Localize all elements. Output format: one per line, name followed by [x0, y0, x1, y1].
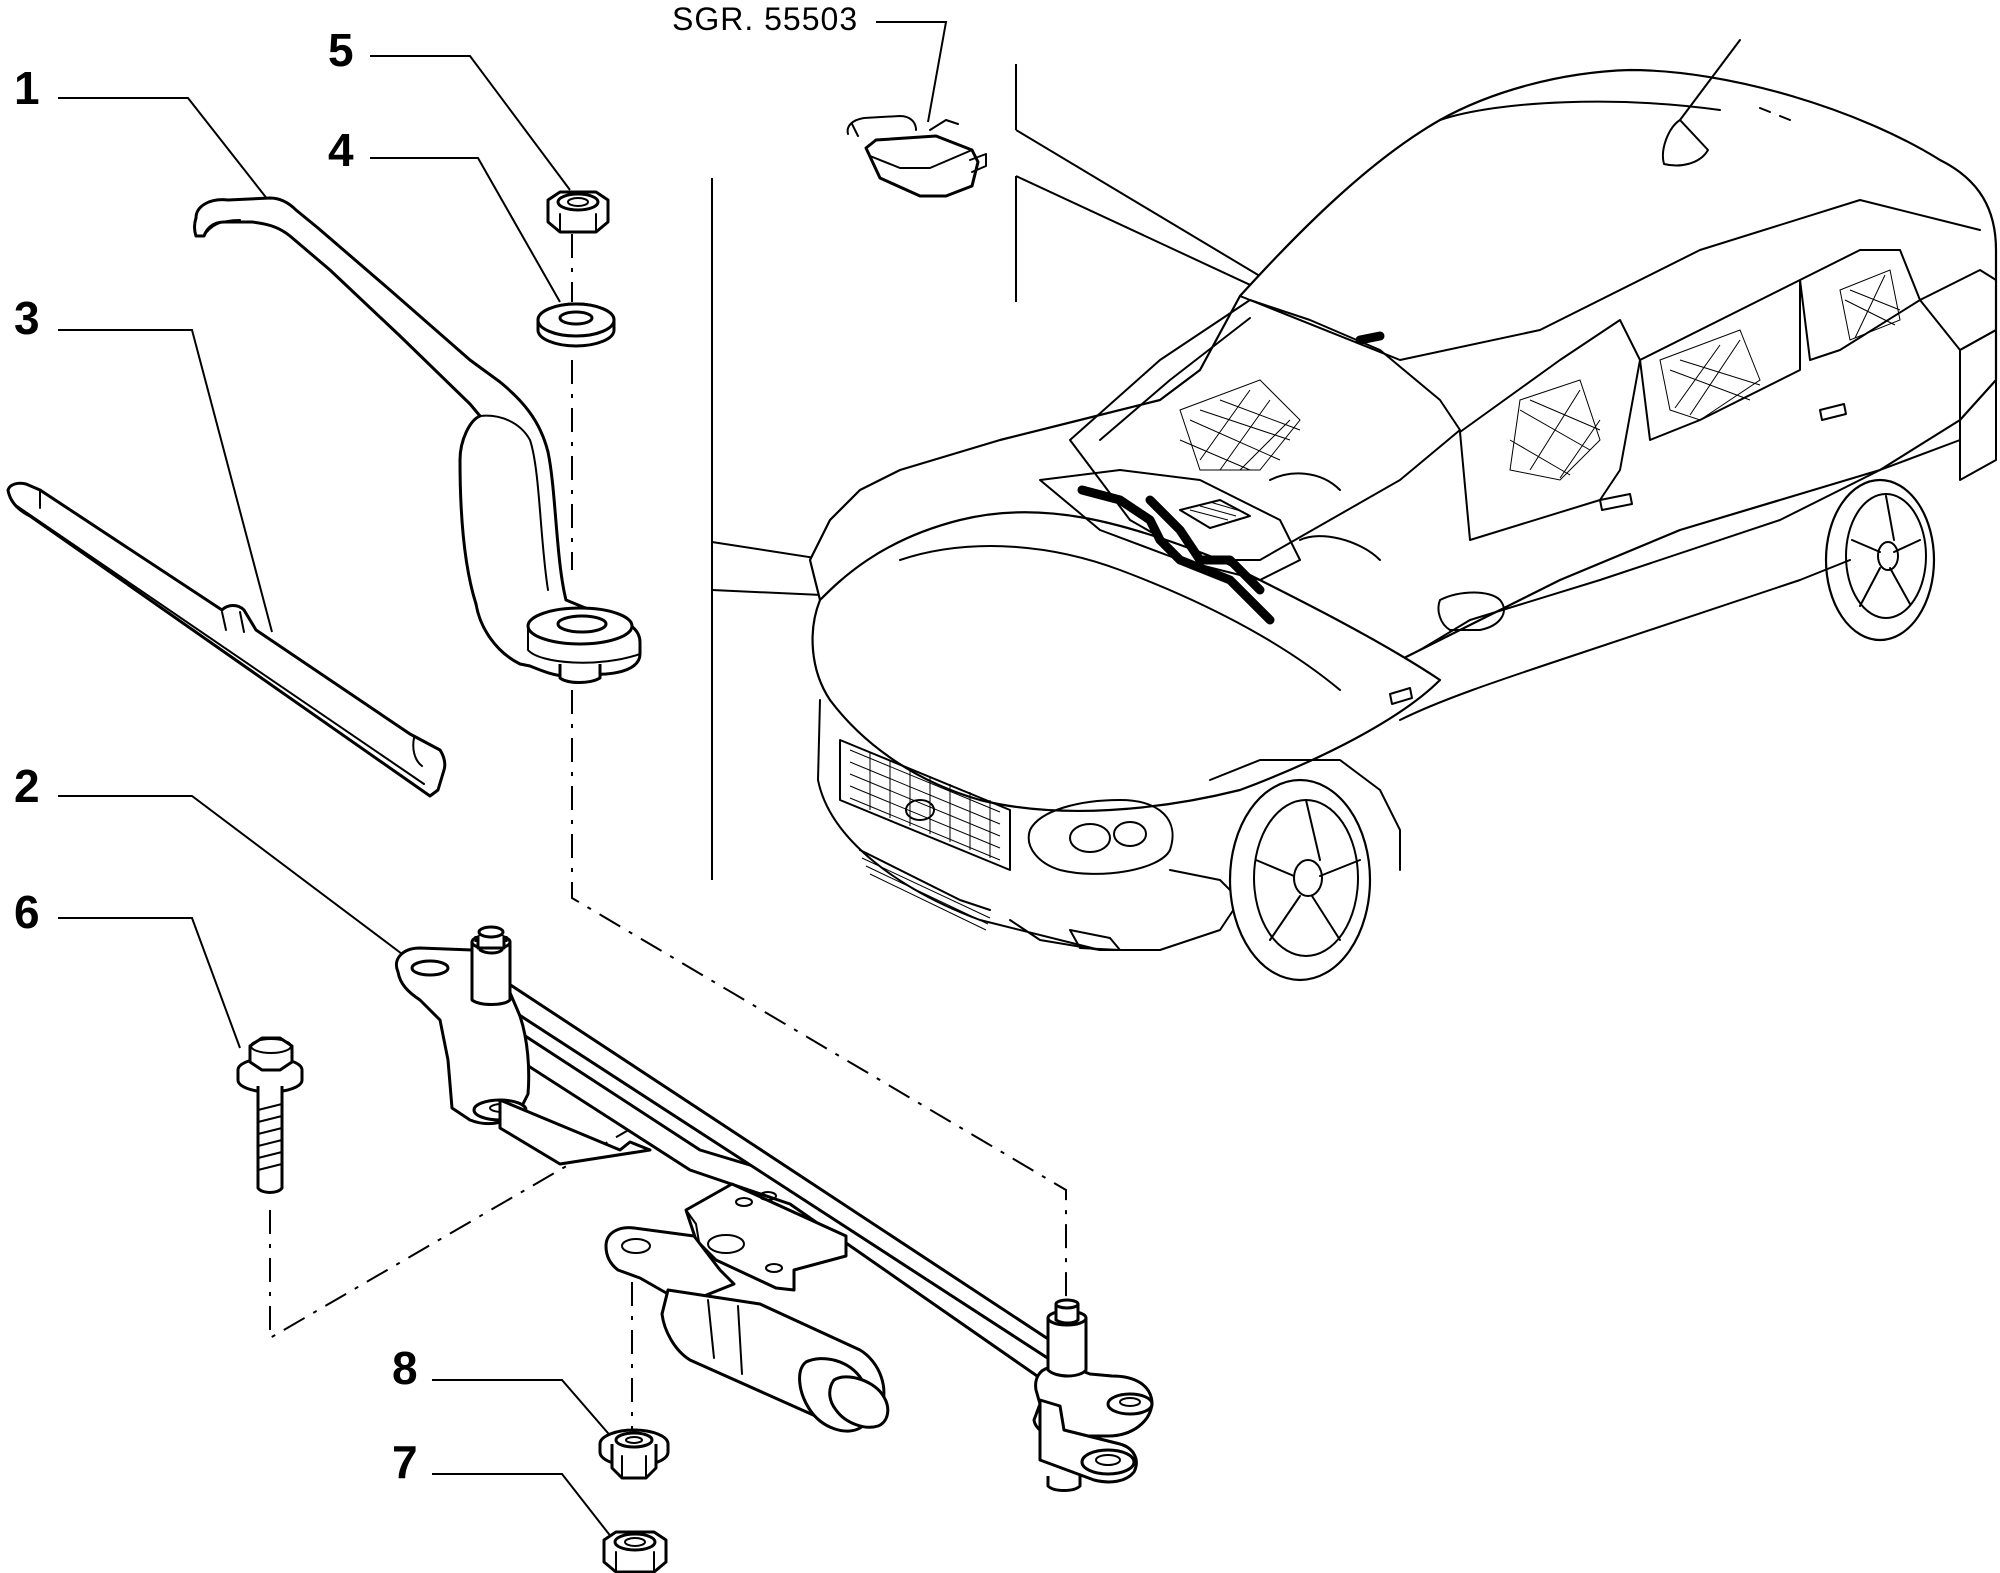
- callout-8[interactable]: 8: [392, 1342, 418, 1394]
- leader-lines: [58, 21, 948, 1539]
- assembly-dash-lines: [269, 234, 1067, 1432]
- part-8-flange-nut[interactable]: [598, 1428, 670, 1480]
- callout-4[interactable]: 4: [328, 124, 354, 176]
- callout-1[interactable]: 1: [14, 62, 40, 114]
- part-4-washer[interactable]: [536, 302, 616, 348]
- part-6-bolt[interactable]: [236, 1036, 304, 1194]
- part-1-wiper-arm[interactable]: [193, 196, 642, 684]
- callout-5[interactable]: 5: [328, 24, 354, 76]
- part-2-wiper-linkage[interactable]: [395, 925, 1154, 1492]
- sgr-component-connector[interactable]: [846, 115, 987, 198]
- part-7-nut[interactable]: [602, 1530, 668, 1573]
- part-3-wiper-blade[interactable]: [6, 481, 447, 798]
- callout-6[interactable]: 6: [14, 886, 40, 938]
- reference-label[interactable]: SGR. 55503: [672, 1, 858, 37]
- callout-3[interactable]: 3: [14, 292, 40, 344]
- callout-7[interactable]: 7: [392, 1436, 418, 1488]
- callout-2[interactable]: 2: [14, 760, 40, 812]
- car-illustration: [808, 39, 1998, 982]
- part-5-nut[interactable]: [546, 190, 610, 234]
